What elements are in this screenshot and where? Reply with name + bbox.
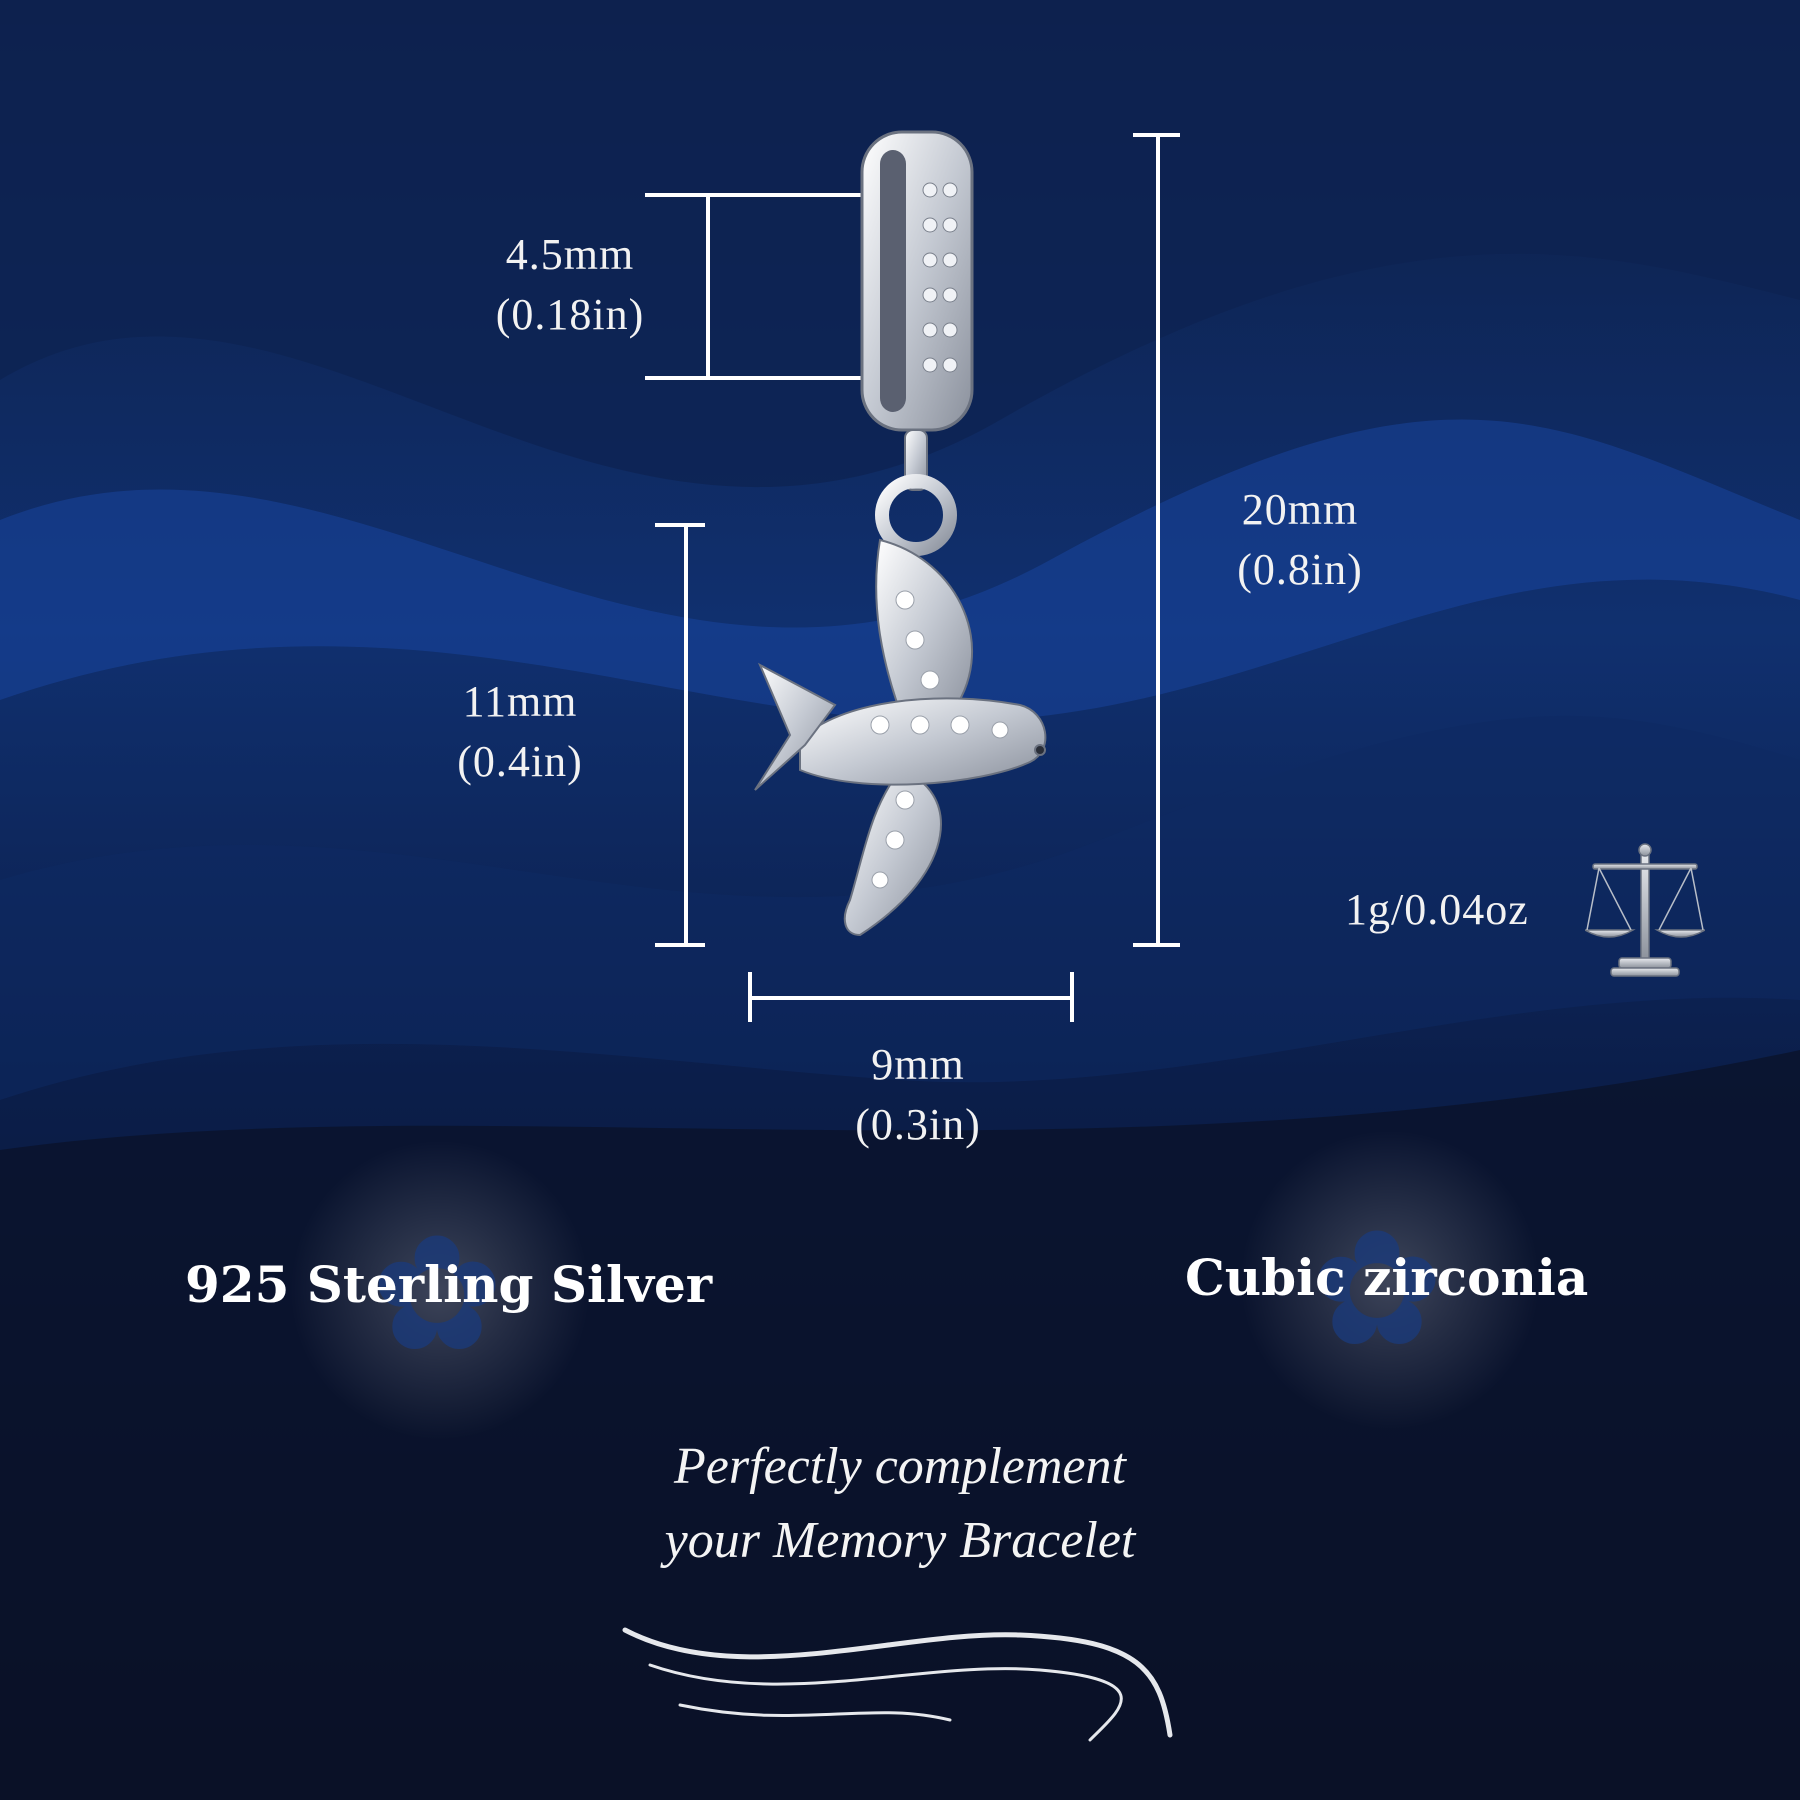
hole-size-mm: 4.5mm	[505, 230, 635, 279]
charm-height-mm: 11mm	[462, 677, 578, 726]
stone-label: Cubic zirconia	[1185, 1248, 1589, 1307]
charm-bail	[860, 130, 974, 432]
hole-size-label: 4.5mm (0.18in)	[470, 225, 670, 345]
tagline-line-2: your Memory Bracelet	[664, 1512, 1136, 1569]
charm-height-label: 11mm (0.4in)	[420, 672, 620, 792]
flower-icon-left: ✿	[370, 1200, 505, 1387]
total-height-label: 20mm (0.8in)	[1200, 480, 1400, 600]
balance-scale-icon	[1585, 843, 1705, 977]
total-height-in: (0.8in)	[1237, 545, 1363, 594]
flower-icon-right: ✿	[1310, 1195, 1445, 1382]
tagline-line-1: Perfectly complement	[674, 1438, 1126, 1495]
tagline: Perfectly complement your Memory Bracele…	[540, 1430, 1260, 1578]
bird-charm	[754, 538, 1047, 937]
width-mm: 9mm	[871, 1040, 965, 1089]
hole-size-in: (0.18in)	[495, 290, 645, 339]
charm-height-in: (0.4in)	[457, 737, 583, 786]
decorative-swash	[622, 1627, 1173, 1742]
width-label: 9mm (0.3in)	[818, 1035, 1018, 1155]
material-label: 925 Sterling Silver	[185, 1255, 713, 1314]
total-height-mm: 20mm	[1241, 485, 1359, 534]
width-in: (0.3in)	[855, 1100, 981, 1149]
weight-text: 1g/0.04oz	[1345, 885, 1529, 934]
